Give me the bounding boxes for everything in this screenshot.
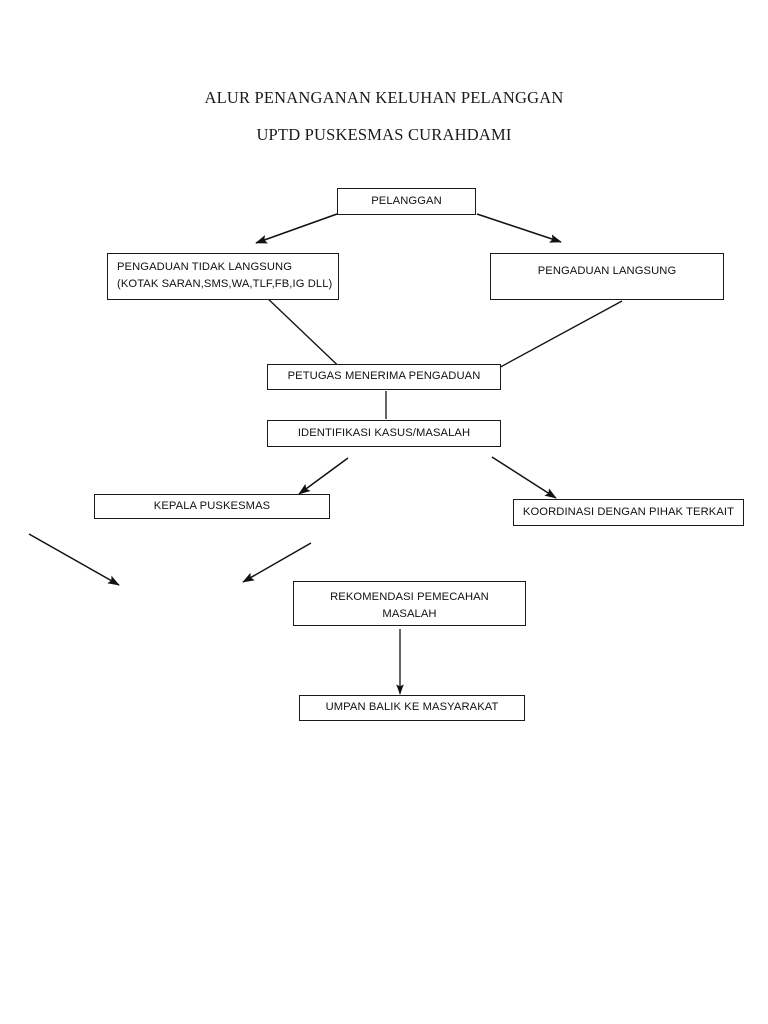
edge-pengaduan-langsung-to-petugas (481, 300, 623, 378)
edge-unlabeled-left (28, 533, 120, 586)
node-petugas-menerima-pengaduan[interactable]: PETUGAS MENERIMA PENGADUAN (267, 364, 501, 390)
node-pengaduan-langsung-label: PENGADUAN LANGSUNG (537, 265, 677, 277)
edge-kepala-puskesmas-to-rekomendasi (242, 542, 312, 583)
node-pelanggan[interactable]: PELANGGAN (337, 188, 476, 215)
node-pengaduan-tidak-langsung-label: PENGADUAN TIDAK LANGSUNG (KOTAK SARAN,SM… (117, 261, 333, 291)
node-pengaduan-tidak-langsung[interactable]: PENGADUAN TIDAK LANGSUNG (KOTAK SARAN,SM… (107, 253, 339, 300)
node-petugas-label: PETUGAS MENERIMA PENGADUAN (287, 370, 481, 383)
node-kepala-puskesmas-label: KEPALA PUSKESMAS (153, 499, 271, 512)
edge-pelanggan-to-pengaduan-tidak-langsung (255, 213, 338, 244)
page-title: ALUR PENANGANAN KELUHAN PELANGGAN UPTD P… (0, 88, 768, 145)
edge-identifikasi-to-koordinasi (491, 456, 557, 499)
node-koordinasi-dengan-pihak-terkait[interactable]: KOORDINASI DENGAN PIHAK TERKAIT (513, 499, 744, 526)
title-line-1: ALUR PENANGANAN KELUHAN PELANGGAN (204, 88, 564, 107)
node-identifikasi-kasus-masalah[interactable]: IDENTIFIKASI KASUS/MASALAH (267, 420, 501, 447)
edge-pelanggan-to-pengaduan-langsung (476, 213, 562, 243)
node-rekomendasi-pemecahan-masalah[interactable]: REKOMENDASI PEMECAHAN MASALAH (293, 581, 526, 626)
node-pengaduan-langsung[interactable]: PENGADUAN LANGSUNG (490, 253, 724, 300)
node-kepala-puskesmas[interactable]: KEPALA PUSKESMAS (94, 494, 330, 519)
node-pelanggan-label: PELANGGAN (371, 194, 442, 207)
title-line-2: UPTD PUSKESMAS CURAHDAMI (256, 125, 512, 144)
node-umpan-balik-ke-masyarakat[interactable]: UMPAN BALIK KE MASYARAKAT (299, 695, 525, 721)
node-rekomendasi-label: REKOMENDASI PEMECAHAN MASALAH (330, 591, 489, 621)
node-umpan-balik-label: UMPAN BALIK KE MASYARAKAT (325, 701, 499, 714)
node-koordinasi-label: KOORDINASI DENGAN PIHAK TERKAIT (522, 505, 735, 518)
node-identifikasi-label: IDENTIFIKASI KASUS/MASALAH (297, 426, 471, 439)
edge-identifikasi-to-kepala-puskesmas (298, 457, 349, 495)
